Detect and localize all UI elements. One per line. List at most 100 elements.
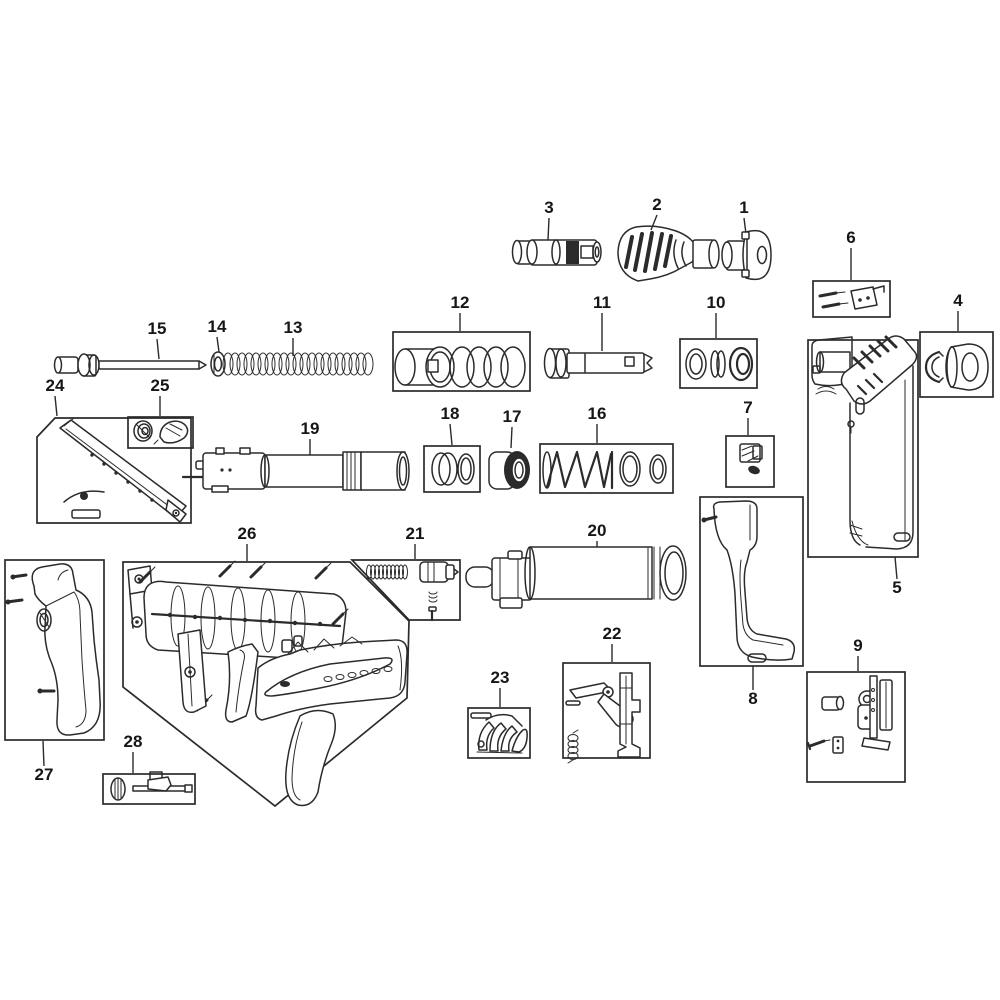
part-17-label: 17 — [503, 407, 522, 426]
part-16-label: 16 — [588, 404, 607, 423]
part-6-box — [812, 280, 891, 318]
part-16-box — [539, 443, 674, 494]
part-24: 24 — [36, 376, 192, 524]
part-25: 25 — [127, 376, 194, 449]
part-5-leader — [894, 556, 898, 580]
part-27-box — [4, 559, 105, 741]
part-3-drawing — [511, 239, 602, 266]
part-27: 27 — [4, 559, 105, 784]
part-18-leader — [449, 423, 453, 446]
part-16: 16 — [539, 404, 674, 494]
part-1: 1 — [721, 198, 772, 281]
part-11: 11 — [543, 293, 653, 379]
part-14-leader — [216, 336, 220, 353]
part-22-box — [562, 662, 651, 759]
part-18-box — [423, 445, 481, 493]
part-19-drawing — [181, 447, 410, 493]
part-9: 9 — [806, 636, 906, 783]
part-27-leader — [42, 740, 45, 767]
part-5-box — [807, 339, 919, 558]
part-4-box — [919, 331, 994, 398]
part-12-drawing — [394, 346, 526, 388]
part-19-label: 19 — [301, 419, 320, 438]
part-22: 22 — [562, 624, 651, 764]
part-25-label: 25 — [151, 376, 170, 395]
part-18-label: 18 — [441, 404, 460, 423]
part-26-drawing — [127, 560, 408, 807]
part-18-drawing — [431, 452, 475, 486]
part-18: 18 — [423, 404, 481, 493]
part-27-drawing — [5, 563, 101, 736]
part-13-label: 13 — [284, 318, 303, 337]
part-10-box — [679, 338, 758, 389]
part-10: 10 — [679, 293, 758, 389]
part-4-label: 4 — [953, 291, 963, 310]
part-3-leader — [547, 217, 550, 241]
part-7-box — [725, 435, 775, 488]
part-23: 23 — [467, 668, 531, 759]
part-5-drawing — [811, 335, 918, 550]
part-24-box — [36, 417, 192, 524]
part-1-label: 1 — [739, 198, 748, 217]
part-8: 8 — [699, 496, 804, 708]
part-13: 13 — [222, 318, 374, 376]
part-15-leader — [156, 338, 160, 360]
part-2-drawing — [617, 225, 720, 282]
part-15-drawing — [53, 353, 207, 377]
part-2-leader — [650, 214, 658, 231]
part-15: 15 — [53, 319, 207, 377]
part-12-label: 12 — [451, 293, 470, 312]
part-6-drawing — [818, 285, 885, 310]
part-3: 3 — [511, 198, 602, 266]
part-4-drawing — [924, 343, 989, 391]
part-21: 21 — [350, 524, 461, 622]
part-20-drawing — [465, 545, 687, 609]
part-28: 28 — [102, 732, 196, 805]
part-21-drawing — [366, 561, 459, 622]
part-19: 19 — [181, 419, 410, 493]
part-26-box — [122, 561, 410, 808]
part-10-label: 10 — [707, 293, 726, 312]
part-13-drawing — [222, 352, 374, 376]
part-17-leader — [510, 426, 513, 449]
part-14-label: 14 — [208, 317, 227, 336]
part-3-label: 3 — [544, 198, 553, 217]
part-4: 4 — [919, 291, 994, 398]
part-9-box — [806, 671, 906, 783]
part-10-drawing — [685, 346, 754, 382]
part-7: 7 — [725, 398, 775, 488]
part-25-box — [127, 416, 194, 449]
part-22-drawing — [565, 672, 641, 764]
part-23-box — [467, 707, 531, 759]
part-20-label: 20 — [588, 521, 607, 540]
part-17: 17 — [488, 407, 530, 490]
part-27-label: 27 — [35, 765, 54, 784]
part-9-label: 9 — [853, 636, 862, 655]
part-12-box — [392, 331, 531, 392]
part-26: 26 — [122, 524, 410, 808]
part-28-box — [102, 773, 196, 805]
part-21-box — [350, 559, 461, 621]
part-8-label: 8 — [748, 689, 757, 708]
part-8-drawing — [701, 500, 796, 663]
part-12: 12 — [392, 293, 531, 392]
part-6-label: 6 — [846, 228, 855, 247]
part-26-label: 26 — [238, 524, 257, 543]
part-17-drawing — [488, 451, 530, 490]
part-24-leader — [54, 395, 58, 417]
part-24-drawing — [59, 417, 187, 523]
part-23-drawing — [470, 712, 528, 754]
part-20: 20 — [465, 521, 687, 609]
part-22-label: 22 — [603, 624, 622, 643]
part-1-drawing — [721, 229, 772, 281]
part-28-label: 28 — [124, 732, 143, 751]
part-14: 14 — [208, 317, 227, 377]
part-24-label: 24 — [46, 376, 65, 395]
part-21-label: 21 — [406, 524, 425, 543]
part-5: 5 — [807, 335, 919, 597]
part-7-drawing — [739, 443, 763, 475]
part-11-label: 11 — [593, 293, 611, 312]
part-7-label: 7 — [743, 398, 752, 417]
